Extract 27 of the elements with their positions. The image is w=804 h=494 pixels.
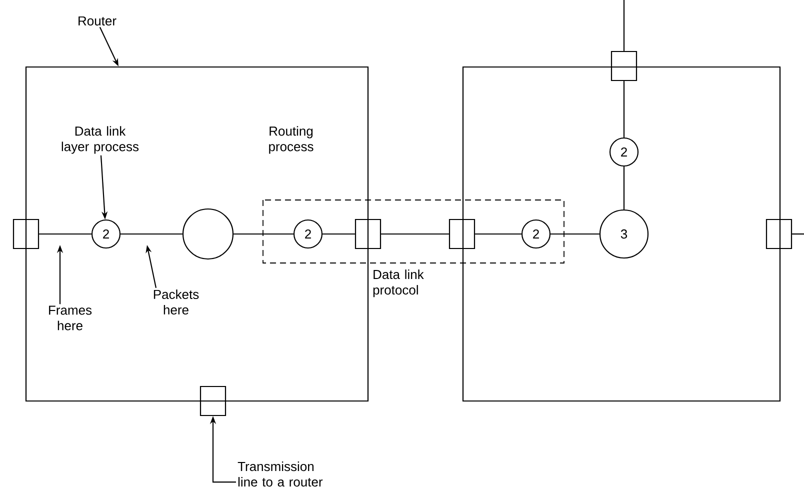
connecting-line (234, 233, 294, 235)
label-text: Data link protocol (373, 270, 424, 298)
router-box (25, 66, 369, 402)
callout-text: Data link layer process (62, 126, 139, 154)
connecting-line (381, 233, 449, 235)
callout-text: Router (78, 16, 116, 26)
process-circle (182, 208, 234, 260)
callout-text: Transmission line to a router (238, 462, 323, 487)
callout-text: Frames here (49, 306, 92, 330)
router-box (462, 66, 781, 402)
connecting-line (550, 233, 600, 235)
connecting-line (322, 233, 355, 235)
connecting-line (39, 233, 92, 235)
label-text: Routing process (269, 126, 314, 154)
port-box (448, 218, 476, 250)
port-box (354, 218, 382, 250)
port-box (766, 218, 792, 250)
callout-text: Packets here (154, 289, 199, 315)
port-box (12, 218, 40, 250)
connecting-line (623, 81, 625, 138)
connecting-line (475, 233, 522, 235)
port-box (200, 386, 226, 416)
port-box (610, 50, 638, 82)
connecting-line (623, 166, 625, 210)
connecting-line (120, 233, 182, 235)
connecting-line (792, 233, 804, 235)
connecting-line (623, 0, 625, 51)
